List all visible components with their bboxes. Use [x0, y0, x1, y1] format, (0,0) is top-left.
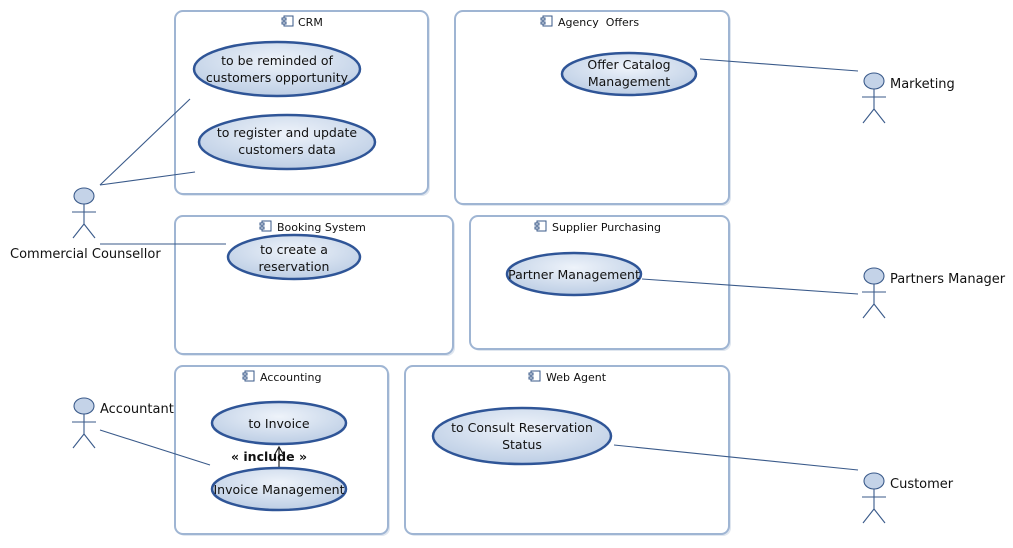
- component-title-booking-system: Booking System: [277, 221, 366, 234]
- usecase-text: to be reminded of: [221, 53, 333, 68]
- usecase-text: to Invoice: [248, 416, 310, 431]
- actor-label-marketing: Marketing: [890, 77, 955, 92]
- usecase-text: customers opportunity: [206, 70, 349, 85]
- actor-accountant[interactable]: [72, 397, 96, 449]
- component-title-web-agent: Web Agent: [546, 371, 607, 384]
- usecase-text: reservation: [259, 259, 330, 274]
- association-marketing-offer[interactable]: [699, 58, 859, 72]
- usecase-text: Partner Management: [508, 267, 640, 282]
- usecase-text: customers data: [238, 142, 336, 157]
- usecase-text: to register and update: [217, 125, 358, 140]
- actor-label-commercial-counsellor: Commercial Counsellor: [10, 247, 161, 262]
- usecase-text: Invoice Management: [213, 482, 344, 497]
- component-icon: [259, 220, 272, 232]
- usecase-offer-catalog[interactable]: Offer Catalog Management: [560, 51, 698, 97]
- component-icon: [534, 220, 547, 232]
- component-title-crm: CRM: [298, 16, 323, 29]
- component-title-supplier-purchasing: Supplier Purchasing: [552, 221, 661, 234]
- usecase-text: Management: [588, 74, 670, 89]
- usecase-text: to create a: [260, 242, 328, 257]
- usecase-text: Offer Catalog: [587, 57, 670, 72]
- component-icon: [528, 370, 541, 382]
- usecase-consult-reservation[interactable]: to Consult Reservation Status: [431, 406, 613, 466]
- usecase-register[interactable]: to register and update customers data: [197, 113, 377, 171]
- actor-label-accountant: Accountant: [100, 402, 174, 417]
- actor-head-icon: [863, 472, 885, 490]
- actor-customer[interactable]: [862, 472, 886, 524]
- component-icon: [242, 370, 255, 382]
- actor-head-icon: [863, 72, 885, 90]
- actor-commercial-counsellor[interactable]: [72, 187, 96, 239]
- component-icon: [281, 15, 294, 27]
- component-icon: [540, 15, 553, 27]
- usecase-text: Status: [502, 437, 542, 452]
- actor-head-icon: [73, 187, 95, 205]
- association-partners-manager[interactable]: [641, 278, 859, 295]
- actor-label-partners-manager: Partners Manager: [890, 272, 1006, 287]
- usecase-invoice[interactable]: to Invoice: [210, 400, 348, 446]
- association-customer-consult[interactable]: [613, 444, 859, 471]
- association-counsellor-register[interactable]: [99, 171, 196, 186]
- usecase-invoice-management[interactable]: Invoice Management: [210, 466, 348, 512]
- actor-head-icon: [863, 267, 885, 285]
- association-counsellor-reminded[interactable]: [99, 98, 191, 186]
- component-agency-offers[interactable]: Agency Offers: [454, 10, 731, 206]
- usecase-reminded[interactable]: to be reminded of customers opportunity: [192, 40, 362, 98]
- actor-head-icon: [73, 397, 95, 415]
- component-title-accounting: Accounting: [260, 371, 321, 384]
- usecase-create-reservation[interactable]: to create a reservation: [226, 233, 362, 281]
- include-label: « include »: [231, 449, 307, 464]
- include-arrowhead: [274, 445, 284, 455]
- actor-marketing[interactable]: [862, 72, 886, 124]
- association-accountant-invoice-mgmt[interactable]: [99, 429, 211, 466]
- actor-partners-manager[interactable]: [862, 267, 886, 319]
- usecase-text: to Consult Reservation: [451, 420, 593, 435]
- actor-label-customer: Customer: [890, 477, 954, 492]
- component-title-agency-offers: Agency Offers: [558, 16, 639, 29]
- usecase-partner-management[interactable]: Partner Management: [505, 251, 643, 297]
